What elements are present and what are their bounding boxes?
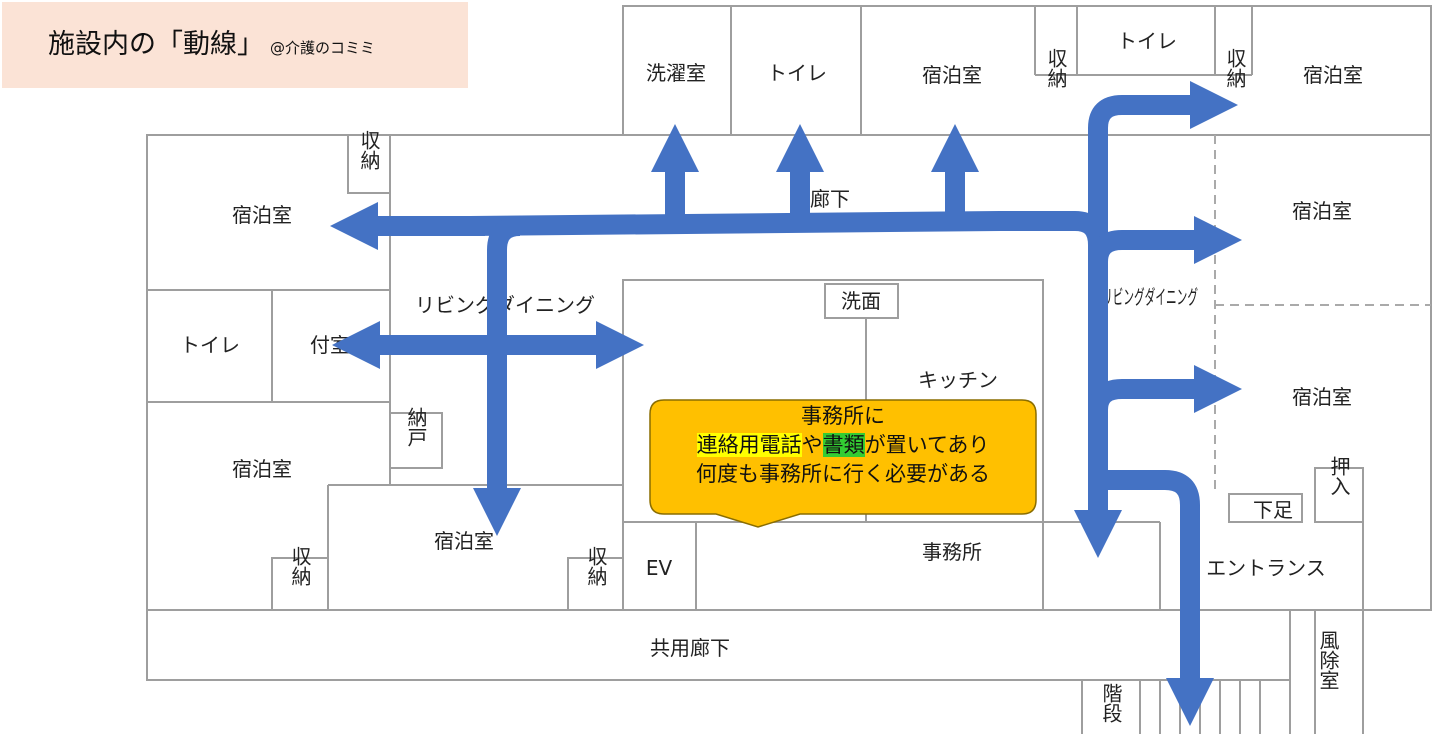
room-storage-left-bottom: 収納 <box>288 546 312 586</box>
callout-line-3: 何度も事務所に行く必要がある <box>696 462 990 486</box>
room-entrance: エントランス <box>1206 556 1326 580</box>
room-guest-left-mid: 宿泊室 <box>232 457 292 481</box>
room-guest-right-2: 宿泊室 <box>1292 385 1352 409</box>
room-laundry: 洗濯室 <box>646 61 706 85</box>
room-shoes: 下足 <box>1253 498 1293 522</box>
callout-line-2: 連絡用電話や書類が置いてあり <box>648 431 1038 460</box>
room-corridor: 廊下 <box>810 187 850 211</box>
flow-to-guest-right-2 <box>1088 364 1242 413</box>
room-closet-right: 押入 <box>1327 456 1351 496</box>
room-stairs: 階段 <box>1099 683 1123 723</box>
flow-left-vertical <box>473 216 522 536</box>
title-box: 施設内の「動線」 @介護のコミミ <box>2 2 468 88</box>
callout-text: 事務所に 連絡用電話や書類が置いてあり 何度も事務所に行く必要がある <box>648 402 1038 489</box>
room-kitchen: キッチン <box>918 368 998 392</box>
callout-line-2-particle: や <box>801 433 823 457</box>
callout-line-1: 事務所に <box>801 404 885 428</box>
room-storage-left-top: 収納 <box>357 130 381 170</box>
title-text: 施設内の「動線」 <box>48 29 264 60</box>
room-storage-mid-bottom: 収納 <box>584 546 608 586</box>
room-guest-left-top: 宿泊室 <box>232 203 292 227</box>
room-guest-top-right: 宿泊室 <box>1303 63 1363 87</box>
room-annex: 付室 <box>310 333 350 357</box>
page-title: 施設内の「動線」 @介護のコミミ <box>48 22 375 61</box>
room-guest-top-mid: 宿泊室 <box>922 63 982 87</box>
room-toilet-top-right: トイレ <box>1117 29 1177 53</box>
flow-to-guest-right-1 <box>1088 215 1242 264</box>
room-elevator: EV <box>646 556 673 580</box>
callout-bubble <box>649 399 1037 528</box>
room-guest-right-1: 宿泊室 <box>1292 199 1352 223</box>
room-shared-corridor: 共用廊下 <box>650 636 730 660</box>
callout-line-2-rest: が置いてあり <box>864 433 990 457</box>
flow-arrows <box>330 80 1242 726</box>
room-guest-left-bottom: 宿泊室 <box>434 529 494 553</box>
room-closet: 納戸 <box>404 407 428 447</box>
room-toilet-top: トイレ <box>767 61 827 85</box>
room-washroom: 洗面 <box>841 289 881 313</box>
flow-to-guest-top-right <box>1088 80 1238 245</box>
room-windbreak: 風除室 <box>1316 630 1340 690</box>
room-storage-top-b: 収納 <box>1223 48 1247 88</box>
highlight-documents: 書類 <box>822 433 865 457</box>
walls <box>146 5 1432 734</box>
room-toilet-left: トイレ <box>180 333 240 357</box>
dashed-partitions <box>1214 135 1431 494</box>
room-living-right: リビングダイニング <box>1102 285 1198 309</box>
room-storage-top-a: 収納 <box>1044 48 1068 88</box>
page-subtitle: @介護のコミミ <box>270 39 376 57</box>
highlight-phone: 連絡用電話 <box>696 433 802 457</box>
room-office: 事務所 <box>922 540 982 564</box>
flow-to-exit <box>1098 470 1215 726</box>
